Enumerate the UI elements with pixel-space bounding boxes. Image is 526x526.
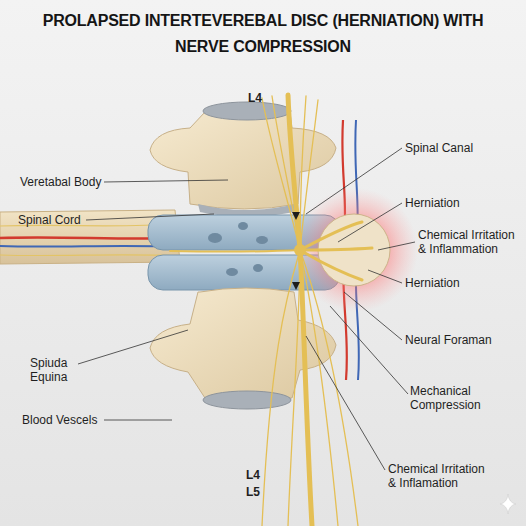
leader-line [306, 336, 385, 470]
nerve-fiber [288, 250, 300, 526]
nerve-fiber [272, 96, 300, 250]
leader-line [330, 306, 408, 394]
callout-note: Chemical Irritation & Inflammation [418, 228, 524, 256]
disc-fragment [256, 236, 268, 244]
level-label: L4 [248, 91, 278, 105]
nerve-branch [170, 250, 300, 252]
leader-line [104, 180, 228, 182]
leader-line [306, 148, 402, 214]
nerve-root-group [170, 95, 372, 526]
nerve-ganglion [294, 244, 306, 256]
nerve-fiber [262, 250, 300, 526]
leader-line [78, 330, 188, 364]
leader-line [338, 203, 402, 242]
nerve-fiber [300, 250, 358, 526]
leader-line [378, 242, 415, 250]
callout-note: Chemical Irritation & Inflamation [388, 462, 496, 490]
nerve-fiber [300, 100, 318, 250]
leader-line [104, 420, 172, 421]
leader-line [344, 292, 402, 340]
part-label: Spinal Canal [405, 141, 515, 155]
leader-line [368, 270, 402, 283]
leader-line [86, 214, 214, 220]
nerve-branch [300, 248, 372, 250]
disc-fragment [208, 233, 222, 243]
disc-fragment [226, 268, 238, 276]
inflammation-glow [294, 188, 418, 312]
nerve-branch [300, 222, 362, 250]
disc-fragment [238, 222, 248, 230]
watermark-sparkle [500, 494, 516, 514]
level-label: L4 [246, 468, 276, 482]
part-label: Blood Vescels [22, 413, 112, 427]
part-label: Herniation [405, 196, 515, 210]
part-label: Neural Foraman [405, 333, 520, 347]
vertebral-body [150, 112, 336, 209]
nerve-fiber [300, 250, 338, 526]
diagram-title: PROLAPSED INTERTEVEREBAL DISC (HERNIATIO… [38, 8, 488, 60]
nerve-branch [300, 250, 362, 280]
part-label: Spinal Cord [18, 213, 98, 227]
leader-lines [78, 148, 415, 470]
part-label: Herniation [405, 276, 515, 290]
part-label: Spiuda Equina [30, 356, 80, 384]
level-label: L5 [246, 485, 276, 499]
vertebral-body [150, 288, 336, 398]
compression-marker [292, 212, 300, 220]
part-label: Veretabal Body [20, 175, 110, 189]
nerve-fiber [262, 98, 300, 250]
endplate [203, 102, 291, 120]
compression-marker [292, 282, 300, 290]
nerve-root [288, 95, 312, 526]
callout-note: Mechanical Compression [410, 384, 492, 412]
endplate [203, 391, 291, 409]
disc-fragment [253, 264, 263, 272]
